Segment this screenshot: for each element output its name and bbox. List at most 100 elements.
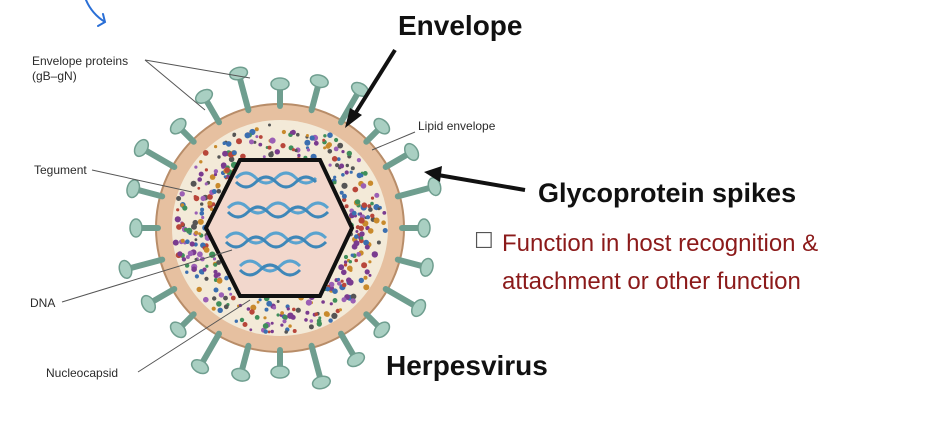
tegument-particle (370, 213, 375, 218)
tegument-particle (339, 190, 344, 195)
tegument-particle (197, 218, 204, 225)
tegument-particle (176, 196, 182, 201)
tegument-particle (284, 330, 289, 334)
tegument-particle (216, 301, 222, 307)
tegument-particle (322, 138, 326, 142)
tegument-particle (187, 250, 194, 257)
glycoprotein-spike (140, 286, 178, 314)
tegument-particle (337, 142, 344, 149)
tegument-particle (341, 297, 347, 303)
tegument-particle (197, 177, 202, 182)
tegument-particle (218, 292, 225, 298)
tegument-particle (328, 163, 332, 167)
tegument-particle (287, 312, 294, 319)
tegument-particle (350, 293, 357, 300)
tegument-particle (276, 313, 280, 317)
tegument-particle (282, 319, 287, 324)
tegument-particle (351, 243, 358, 250)
tegument-particle (365, 215, 371, 220)
tegument-particle (359, 231, 365, 237)
tegument-particle (338, 264, 345, 271)
tegument-particle (377, 207, 381, 211)
tegument-particle (318, 316, 322, 320)
tegument-particle (217, 307, 223, 313)
tegument-particle (194, 230, 199, 235)
tegument-particle (198, 232, 202, 236)
tegument-particle (358, 225, 364, 231)
tegument-particle (368, 273, 372, 277)
tegument-particle (288, 324, 292, 328)
tegument-particle (224, 275, 229, 281)
tegument-particle (344, 204, 349, 209)
tegument-particle (370, 201, 374, 206)
tegument-particle (191, 266, 197, 273)
tegument-particle (198, 171, 204, 177)
tegument-particle (230, 295, 236, 301)
tegument-particle (202, 150, 209, 156)
tegument-particle (180, 222, 185, 227)
tegument-particle (204, 276, 209, 281)
glycoprotein-spike (190, 330, 222, 375)
tegument-particle (336, 157, 341, 162)
tegument-particle (263, 316, 267, 320)
tegument-particle (305, 134, 309, 137)
glycoprotein-spike (382, 142, 420, 170)
tegument-particle (325, 286, 331, 292)
tegument-particle (180, 238, 185, 243)
tegument-particle (205, 264, 209, 268)
tegument-particle (336, 277, 341, 282)
tegument-particle (199, 160, 203, 164)
tegument-particle (183, 227, 188, 232)
tegument-particle (270, 329, 274, 334)
tegument-particle (216, 260, 222, 265)
tegument-particle (280, 323, 284, 327)
tegument-particle (308, 324, 314, 330)
tegument-particle (207, 200, 213, 206)
tegument-particle (194, 211, 198, 215)
tegument-particle (341, 193, 347, 199)
tegument-particle (333, 146, 339, 152)
tegument-particle (255, 135, 259, 139)
tegument-particle (327, 149, 333, 154)
tegument-particle (313, 140, 319, 146)
tegument-particle (332, 180, 337, 185)
tegument-particle (213, 287, 219, 293)
tegument-particle (309, 319, 314, 323)
tegument-particle (350, 253, 354, 257)
leader-lines (61, 59, 416, 373)
tegument-particle (356, 252, 361, 256)
tegument-particle (382, 228, 388, 233)
glycoprotein-spike (363, 117, 391, 145)
tegument-particle (231, 150, 237, 156)
tegument-particle (193, 195, 200, 202)
herpesvirus-title: Herpesvirus (386, 350, 548, 381)
tegument-particle (272, 305, 277, 310)
tegument-particle (217, 155, 221, 159)
glycoprotein-spike (118, 256, 166, 279)
tegument-particle (192, 219, 199, 226)
tegument-particle (373, 217, 380, 224)
tegument-particle (267, 330, 271, 334)
tegument-particle (194, 165, 198, 169)
tegument-particle (347, 279, 354, 286)
tegument-particle (258, 135, 263, 139)
tegument-particle (249, 309, 255, 315)
tegument-particle (224, 167, 230, 173)
tegument-particle (194, 238, 198, 242)
tegument-particle (339, 163, 345, 169)
tegument-particle (222, 141, 227, 145)
dna-label: DNA (30, 296, 56, 310)
tegument-particle (253, 140, 257, 144)
tegument-particle (263, 329, 268, 334)
tegument-particle (354, 234, 359, 239)
bullet-checkbox-icon: ☐ (474, 229, 494, 254)
tegument-particle (305, 299, 312, 306)
tegument-particle (362, 171, 368, 176)
tegument-particle (190, 180, 197, 187)
tegument-particle (174, 216, 181, 223)
tegument-particle (213, 263, 218, 267)
tegument-particle (354, 258, 359, 263)
tegument-particle (229, 292, 233, 296)
glycoprotein-spike (308, 342, 331, 390)
tegument-particle (359, 238, 364, 244)
